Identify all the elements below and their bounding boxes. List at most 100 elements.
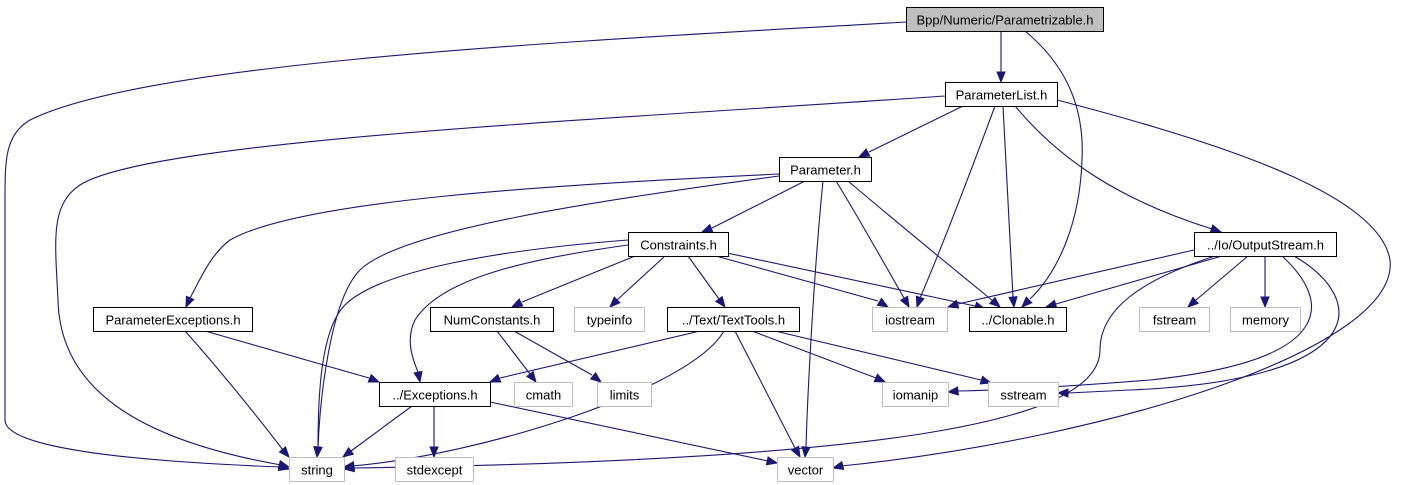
- edge-line: [55, 95, 946, 466]
- edge-constraints-to-texttools: [687, 255, 726, 309]
- edge-line: [847, 180, 994, 302]
- arrowhead-icon: [367, 373, 381, 383]
- edge-line: [4, 21, 907, 468]
- node-label: stdexcept: [407, 463, 463, 478]
- edge-line: [868, 105, 964, 153]
- node-label: NumConstants.h: [444, 313, 541, 328]
- edge-paramlist-to-iostream: [915, 105, 996, 309]
- arrowhead-icon: [873, 373, 887, 383]
- edges-layer: [4, 21, 1391, 473]
- node-texttools[interactable]: ../Text/TextTools.h: [667, 307, 800, 332]
- node-box: [430, 307, 554, 332]
- node-iostream: iostream: [872, 307, 948, 332]
- edge-paramexc-to-exceptions: [204, 330, 381, 383]
- edge-paramlist-to-vector: [831, 99, 1391, 471]
- arrowhead-icon: [996, 71, 1006, 84]
- arrowhead-icon: [714, 295, 726, 309]
- edge-outputstream-to-memory: [1260, 256, 1270, 309]
- node-box: [872, 307, 948, 332]
- node-outputstream[interactable]: ../Io/OutputStream.h: [1194, 232, 1337, 257]
- node-box: [988, 382, 1059, 407]
- node-box: [379, 382, 491, 407]
- edge-line: [687, 255, 720, 300]
- edge-constraints-to-iostream: [715, 255, 890, 308]
- arrowhead-icon: [946, 386, 959, 396]
- arrowhead-icon: [1209, 224, 1223, 234]
- edge-exceptions-to-vector: [489, 401, 779, 466]
- arrowhead-icon: [277, 459, 291, 470]
- node-exceptions[interactable]: ../Exceptions.h: [379, 382, 491, 407]
- node-box: [597, 382, 652, 407]
- edge-param-to-clonable: [847, 180, 1002, 308]
- node-box: [667, 307, 800, 332]
- node-box: [882, 382, 949, 407]
- edge-line: [351, 255, 1216, 469]
- edge-line: [189, 173, 780, 299]
- arrowhead-icon: [790, 445, 801, 459]
- node-clonable[interactable]: ../Clonable.h: [969, 307, 1067, 332]
- node-label: typeinfo: [587, 313, 633, 328]
- node-vector: vector: [777, 457, 834, 482]
- node-cmath: cmath: [514, 382, 573, 407]
- node-iomanip: iomanip: [882, 382, 949, 407]
- arrowhead-icon: [185, 295, 195, 309]
- edge-outputstream-to-string: [342, 255, 1216, 473]
- node-typeinfo: typeinfo: [574, 307, 645, 332]
- node-box: [628, 232, 729, 257]
- edge-line: [184, 330, 284, 451]
- arrowhead-icon: [857, 148, 871, 158]
- edge-outputstream-to-fstream: [1186, 255, 1249, 308]
- arrowhead-icon: [899, 295, 910, 309]
- node-string: string: [289, 457, 345, 482]
- edge-line: [1002, 105, 1014, 298]
- edge-line: [616, 255, 666, 301]
- node-box: [945, 82, 1058, 107]
- edge-param-to-paramexc: [185, 173, 780, 309]
- edge-line: [204, 330, 370, 379]
- edge-param-to-iostream: [835, 180, 910, 309]
- edge-root-to-clonable: [1021, 30, 1083, 308]
- arrowhead-icon: [342, 460, 356, 471]
- arrowhead-icon: [1056, 388, 1069, 398]
- arrowhead-icon: [765, 456, 779, 466]
- node-constraints[interactable]: Constraints.h: [628, 232, 729, 257]
- node-label: fstream: [1153, 313, 1196, 328]
- node-box: [1139, 307, 1210, 332]
- nodes-layer: Bpp/Numeric/Parametrizable.hParameterLis…: [93, 7, 1337, 482]
- node-box: [969, 307, 1067, 332]
- node-label: ParameterList.h: [956, 88, 1048, 103]
- arrowhead-icon: [525, 370, 537, 384]
- edge-constraints-to-typeinfo: [609, 255, 666, 308]
- edge-texttools-to-exceptions: [488, 330, 701, 383]
- edge-exceptions-to-stdexcept: [429, 406, 439, 459]
- node-box: [395, 457, 474, 482]
- edge-line: [919, 105, 996, 299]
- edge-line: [1067, 255, 1340, 394]
- arrowhead-icon: [429, 446, 439, 459]
- edge-line: [317, 175, 780, 448]
- node-limits: limits: [597, 382, 652, 407]
- node-box: [906, 7, 1104, 32]
- node-label: ../Text/TextTools.h: [682, 313, 785, 328]
- node-paramexc[interactable]: ParameterExceptions.h: [93, 307, 253, 332]
- edge-line: [1055, 255, 1223, 305]
- edge-paramexc-to-string: [184, 330, 290, 459]
- arrowhead-icon: [1186, 296, 1200, 308]
- arrowhead-icon: [831, 460, 845, 471]
- node-box: [289, 457, 345, 482]
- edge-texttools-to-vector: [734, 330, 801, 459]
- node-numconst[interactable]: NumConstants.h: [430, 307, 554, 332]
- node-root[interactable]: Bpp/Numeric/Parametrizable.h: [906, 7, 1104, 32]
- node-label: memory: [1242, 313, 1289, 328]
- edge-line: [1014, 105, 1213, 230]
- node-paramlist[interactable]: ParameterList.h: [945, 82, 1058, 107]
- edge-constraints-to-clonable: [726, 252, 987, 311]
- edge-constraints-to-exceptions: [409, 244, 629, 384]
- edge-param-to-constraints: [700, 180, 806, 233]
- node-param[interactable]: Parameter.h: [779, 157, 872, 182]
- node-label: Parameter.h: [790, 163, 861, 178]
- node-box: [1194, 232, 1337, 257]
- edge-line: [409, 244, 629, 373]
- edge-texttools-to-iomanip: [751, 330, 887, 383]
